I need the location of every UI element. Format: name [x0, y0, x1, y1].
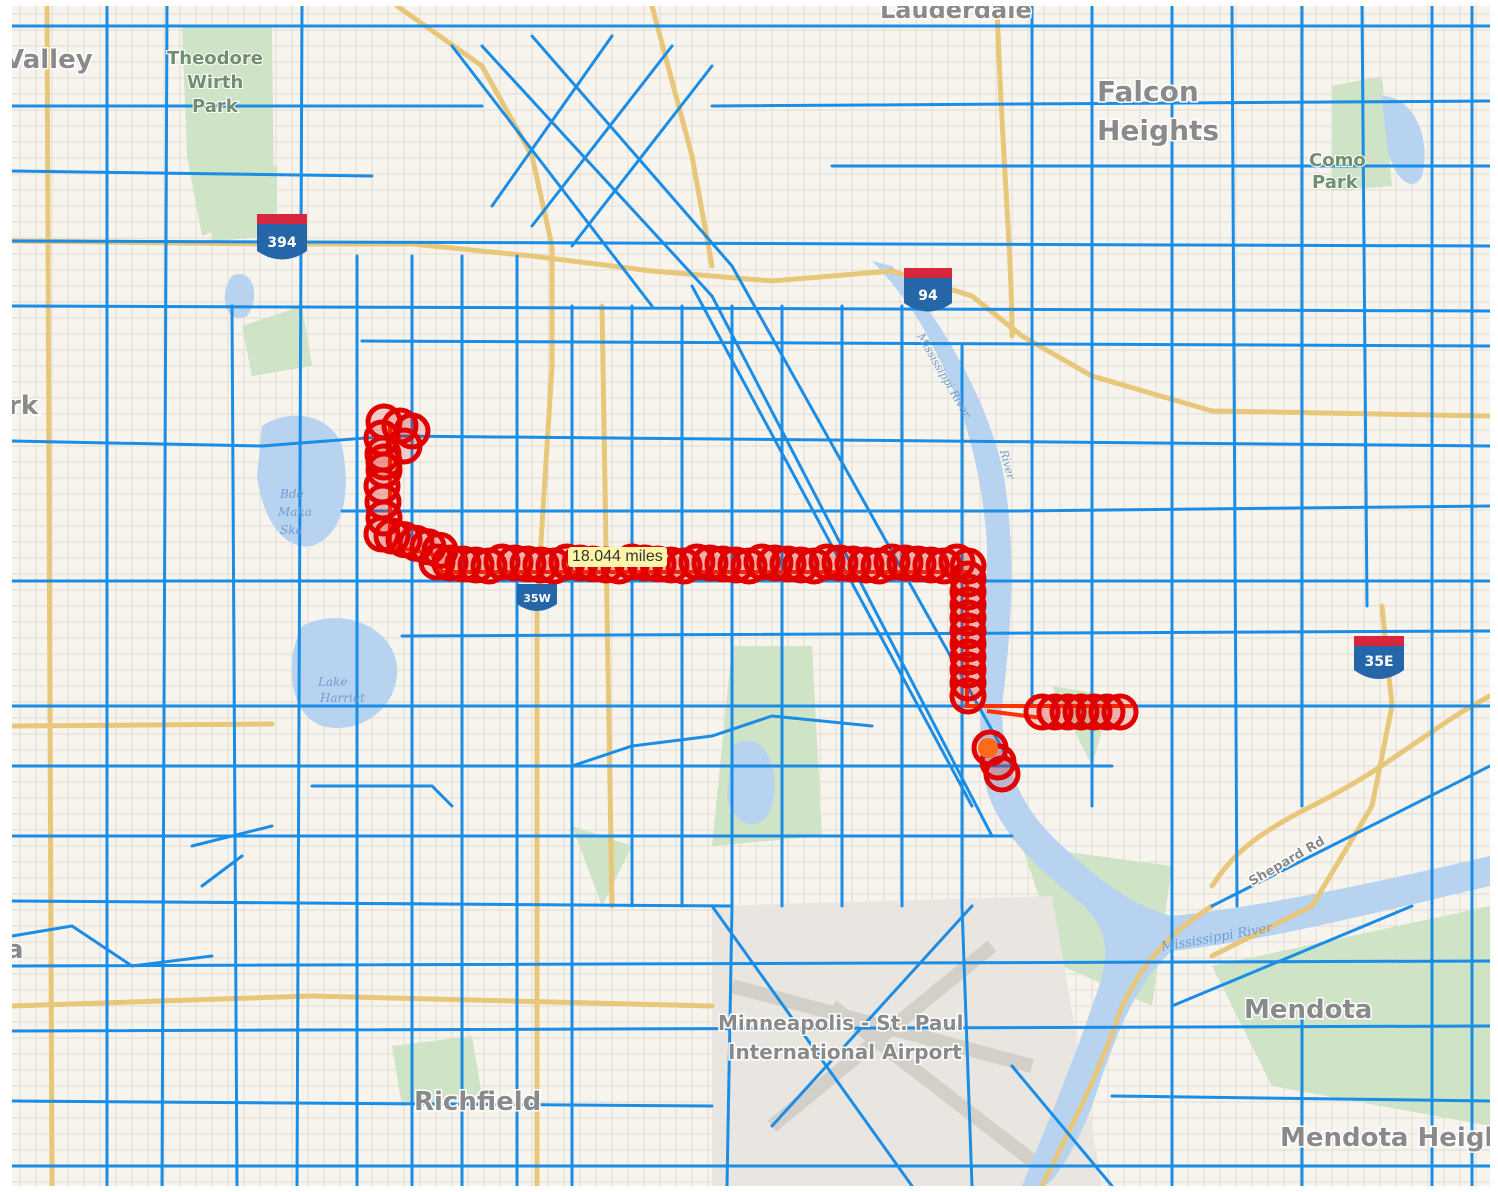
route-point-marker[interactable] [483, 543, 521, 581]
map-canvas[interactable]: 394 94 35E 35W Valley Lauderdale Falcon … [12, 6, 1490, 1186]
route-point-marker[interactable] [1062, 693, 1100, 731]
route-point-marker[interactable] [496, 544, 534, 582]
route-point-marker[interactable] [1023, 693, 1061, 731]
label-bde-maka-ska-3: Ska [280, 523, 303, 537]
label-park: Park [192, 96, 239, 117]
route-point-marker[interactable] [949, 625, 987, 663]
i94-shield: 94 [904, 268, 952, 312]
label-lake-harriet-1: Lake [317, 675, 348, 689]
route-point-marker[interactable] [1101, 693, 1139, 731]
route-point-marker[interactable] [431, 544, 469, 582]
route-point-marker[interactable] [821, 544, 859, 582]
route-point-marker[interactable] [847, 546, 885, 584]
route-point-marker[interactable] [949, 586, 987, 624]
route-point-marker[interactable] [808, 543, 846, 581]
label-rk: rk [12, 391, 39, 421]
route-point-marker[interactable] [949, 599, 987, 637]
route-point-marker[interactable] [912, 546, 950, 584]
i35w-shield: 35W [517, 584, 557, 611]
route-point-marker[interactable] [1088, 693, 1126, 731]
route-point-marker[interactable] [1036, 693, 1074, 731]
label-mendota-heights: Mendota Heigh [1280, 1123, 1490, 1153]
route-point-marker[interactable] [1075, 693, 1113, 731]
interstate-shields: 394 94 35E 35W [257, 214, 1404, 679]
label-a: a [12, 935, 24, 965]
svg-text:94: 94 [918, 288, 938, 304]
route-point-marker[interactable] [509, 545, 547, 583]
route-point-marker[interactable] [418, 543, 456, 581]
route-point-marker[interactable] [886, 544, 924, 582]
route-point-marker[interactable] [1049, 693, 1087, 731]
route-point-marker[interactable] [949, 651, 987, 689]
label-airport-line1: Minneapolis - St. Paul [718, 1011, 963, 1035]
label-como-park: Park [1312, 172, 1359, 193]
map-view[interactable]: 394 94 35E 35W Valley Lauderdale Falcon … [12, 6, 1490, 1186]
route-point-marker[interactable] [522, 546, 560, 584]
svg-text:394: 394 [267, 235, 296, 251]
label-heights: Heights [1097, 114, 1219, 147]
route-point-marker[interactable] [769, 545, 807, 583]
route-connector [986, 709, 1043, 720]
road-network [12, 6, 1490, 1186]
route-point-marker[interactable] [717, 546, 755, 584]
airport-area [712, 896, 1102, 1186]
label-valley: Valley [12, 45, 93, 75]
route-distance-label: 18.044 miles [568, 547, 667, 567]
route-point-marker[interactable] [873, 543, 911, 581]
route-point-marker[interactable] [899, 545, 937, 583]
route-point-marker[interactable] [691, 544, 729, 582]
route-point-marker[interactable] [949, 664, 987, 702]
route-point-marker[interactable] [457, 546, 495, 584]
i35e-shield: 35E [1354, 636, 1404, 679]
route-point-marker[interactable] [983, 755, 1021, 793]
label-falcon: Falcon [1097, 75, 1199, 108]
label-mendota: Mendota [1244, 995, 1372, 1025]
label-bde-maka-ska-2: Maka [277, 505, 312, 519]
svg-text:35E: 35E [1364, 654, 1393, 670]
gps-route-track[interactable] [363, 403, 1139, 793]
route-point-marker[interactable] [756, 544, 794, 582]
route-point-marker[interactable] [949, 677, 987, 715]
label-lauderdale: Lauderdale [880, 6, 1032, 24]
route-point-marker[interactable] [949, 638, 987, 676]
route-point-marker[interactable] [444, 545, 482, 583]
label-richfield: Richfield [414, 1087, 541, 1117]
label-como: Como [1309, 150, 1366, 171]
route-point-marker[interactable] [949, 573, 987, 611]
route-point-marker[interactable] [365, 443, 403, 481]
label-wirth: Wirth [187, 72, 243, 93]
route-point-marker[interactable] [949, 547, 987, 585]
route-point-marker[interactable] [834, 545, 872, 583]
route-point-marker[interactable] [678, 543, 716, 581]
route-point-marker[interactable] [782, 546, 820, 584]
label-lake-harriet-2: Harriet [319, 691, 365, 705]
i394-shield: 394 [257, 214, 307, 260]
route-point-marker[interactable] [949, 560, 987, 598]
label-bde-maka-ska-1: Bde [279, 487, 304, 501]
route-point-marker[interactable] [704, 545, 742, 583]
route-current-position-marker[interactable] [978, 738, 998, 758]
label-theodore: Theodore [167, 48, 263, 69]
route-point-marker[interactable] [949, 612, 987, 650]
route-point-marker[interactable] [743, 543, 781, 581]
label-airport-line2: International Airport [728, 1040, 962, 1064]
svg-text:35W: 35W [523, 592, 550, 605]
